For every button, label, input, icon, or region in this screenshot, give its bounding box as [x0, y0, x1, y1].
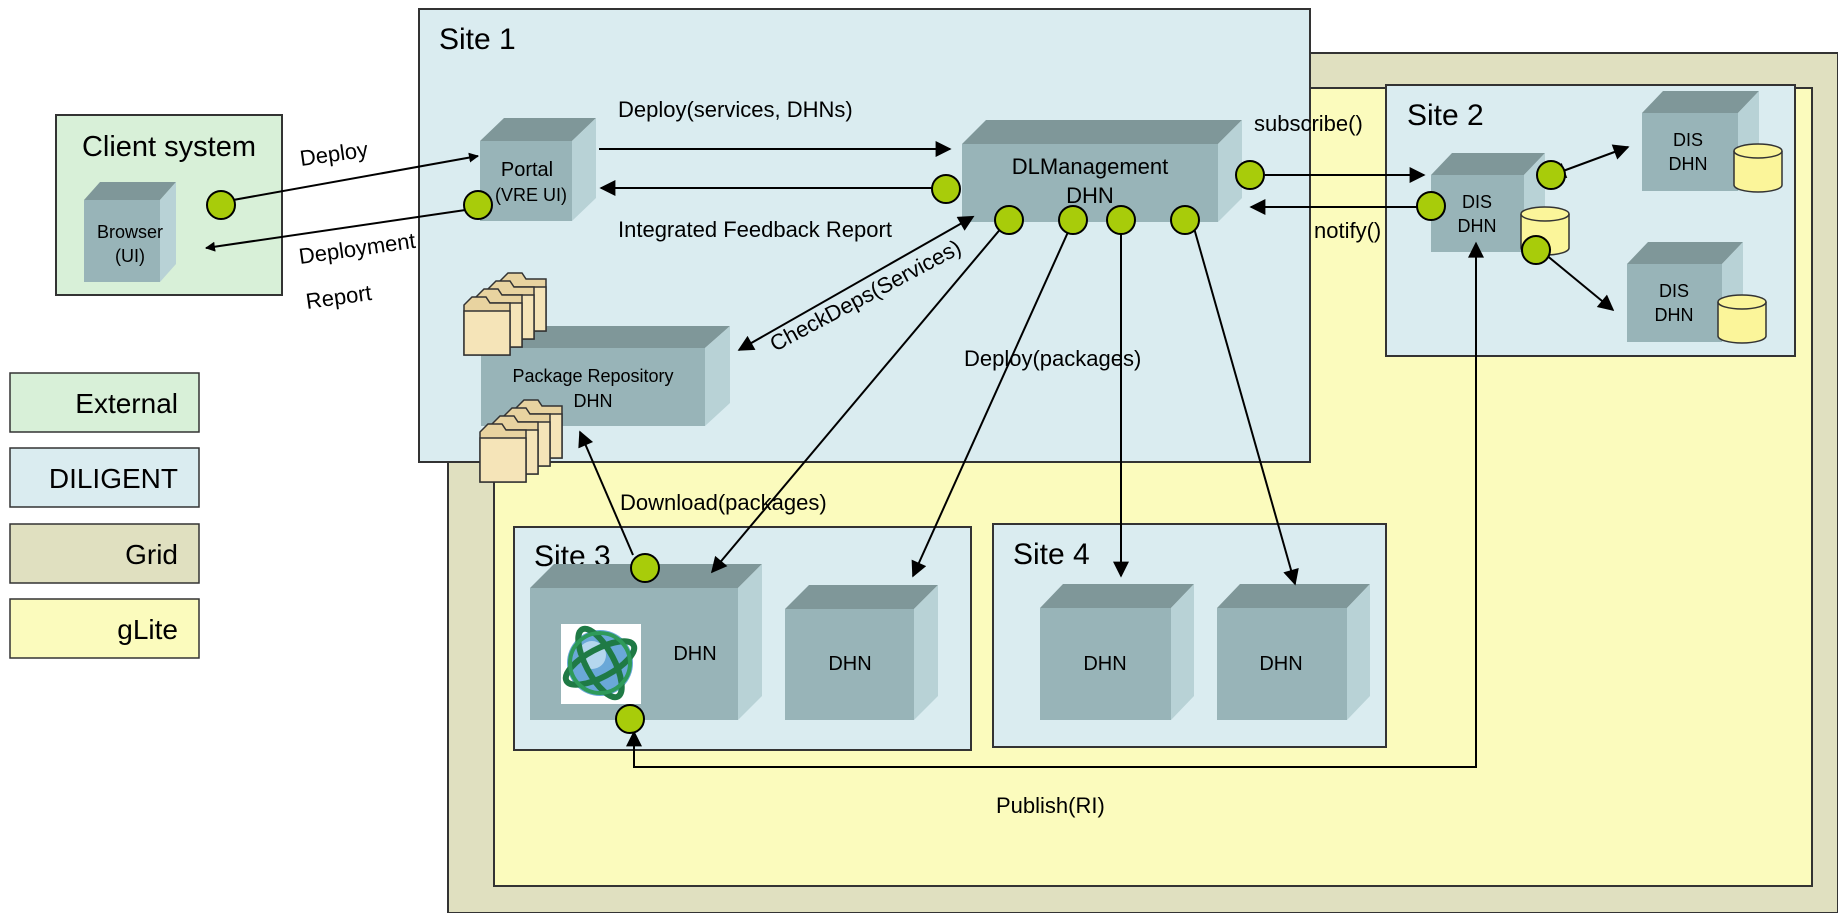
arrow-dis-bottom: [1533, 244, 1615, 312]
connector-dlm-bottom-1: [994, 205, 1024, 235]
dis-main-line2: DHN: [1458, 216, 1497, 236]
dhn-site4-first-label: DHN: [1083, 653, 1126, 675]
legend-swatch-diligent: [9, 447, 200, 508]
legend-swatch-external: [9, 372, 200, 433]
package-repository-label-line2: DHN: [574, 391, 613, 411]
dis-bottom-line1: DIS: [1659, 281, 1689, 301]
connector-dlm-bottom-2: [1058, 205, 1088, 235]
arrow-dis-top: [1549, 144, 1630, 178]
connector-dlm-right: [1235, 160, 1265, 190]
legend-swatch-glite: [9, 598, 200, 659]
client-system-title: Client system: [82, 131, 256, 163]
connector-dis-main-left: [1416, 191, 1446, 221]
legend-label-grid: Grid: [125, 539, 178, 570]
legend-swatch-grid: [9, 523, 200, 584]
arrow-deployment-report: [205, 207, 480, 252]
arrow-deploy: [221, 152, 479, 203]
portal-label-line1: Portal: [501, 159, 553, 181]
dhn-node-site4-second: DHN: [1217, 584, 1370, 720]
dhn-site3-main-label: DHN: [673, 643, 716, 665]
label-publish: Publish(RI): [996, 793, 1105, 818]
label-deploy: Deploy: [298, 137, 369, 171]
database-icon: [1717, 294, 1767, 344]
dhn-site3-second-label: DHN: [828, 653, 871, 675]
browser-label-line2: (UI): [115, 246, 145, 266]
label-deploy-packages: Deploy(packages): [964, 346, 1141, 371]
connector-dlm-left: [931, 174, 961, 204]
dis-top-line1: DIS: [1673, 130, 1703, 150]
dis-bottom-line2: DHN: [1655, 305, 1694, 325]
site1-title: Site 1: [439, 23, 516, 56]
dlmanagement-label-line1: DLManagement: [1012, 154, 1169, 179]
dis-node-site2-top: DIS DHN: [1642, 91, 1759, 191]
arrow-publish: [626, 241, 1484, 768]
dis-node-site2-bottom: DIS DHN: [1627, 242, 1743, 342]
label-subscribe: subscribe(): [1254, 111, 1363, 136]
legend-label-glite: gLite: [117, 614, 178, 645]
portal-label-line2: (VRE UI): [495, 185, 567, 205]
dhn-site4-second-label: DHN: [1259, 653, 1302, 675]
globe-logo-icon: [561, 624, 641, 704]
connector-site3-top: [630, 553, 660, 583]
site2-title: Site 2: [1407, 99, 1484, 132]
browser-node: Browser (UI): [84, 182, 176, 282]
connector-portal: [463, 190, 493, 220]
connector-dlm-bottom-4: [1170, 205, 1200, 235]
connector-dis-main-right: [1536, 160, 1566, 190]
label-integrated-feedback: Integrated Feedback Report: [618, 217, 892, 242]
dis-node-site2-main: DIS DHN: [1431, 153, 1545, 252]
dhn-node-site4-first: DHN: [1040, 584, 1194, 720]
site4-title: Site 4: [1013, 538, 1090, 571]
connector-browser: [206, 190, 236, 220]
label-deployment-report-line1: Deployment: [297, 228, 417, 269]
portal-node: Portal (VRE UI): [480, 118, 596, 221]
connector-dlm-bottom-3: [1106, 205, 1136, 235]
arrow-download-packages: [578, 430, 634, 556]
label-download-packages: Download(packages): [620, 490, 827, 515]
dis-main-line1: DIS: [1462, 192, 1492, 212]
browser-label-line1: Browser: [97, 222, 163, 242]
connector-site3-bottom: [615, 704, 645, 734]
label-deployment-report-line2: Report: [304, 280, 373, 314]
dlmanagement-label-line2: DHN: [1066, 183, 1114, 208]
legend-label-diligent: DILIGENT: [49, 463, 178, 494]
legend: External DILIGENT Grid gLite: [9, 372, 200, 659]
label-notify: notify(): [1314, 218, 1381, 243]
dhn-node-site3-second: DHN: [785, 585, 938, 720]
package-repository-label-line1: Package Repository: [512, 366, 673, 386]
legend-label-external: External: [75, 388, 178, 419]
label-deploy-services: Deploy(services, DHNs): [618, 97, 853, 122]
dis-top-line2: DHN: [1669, 154, 1708, 174]
database-icon: [1733, 143, 1783, 193]
connector-dis-main-bottom: [1521, 235, 1551, 265]
